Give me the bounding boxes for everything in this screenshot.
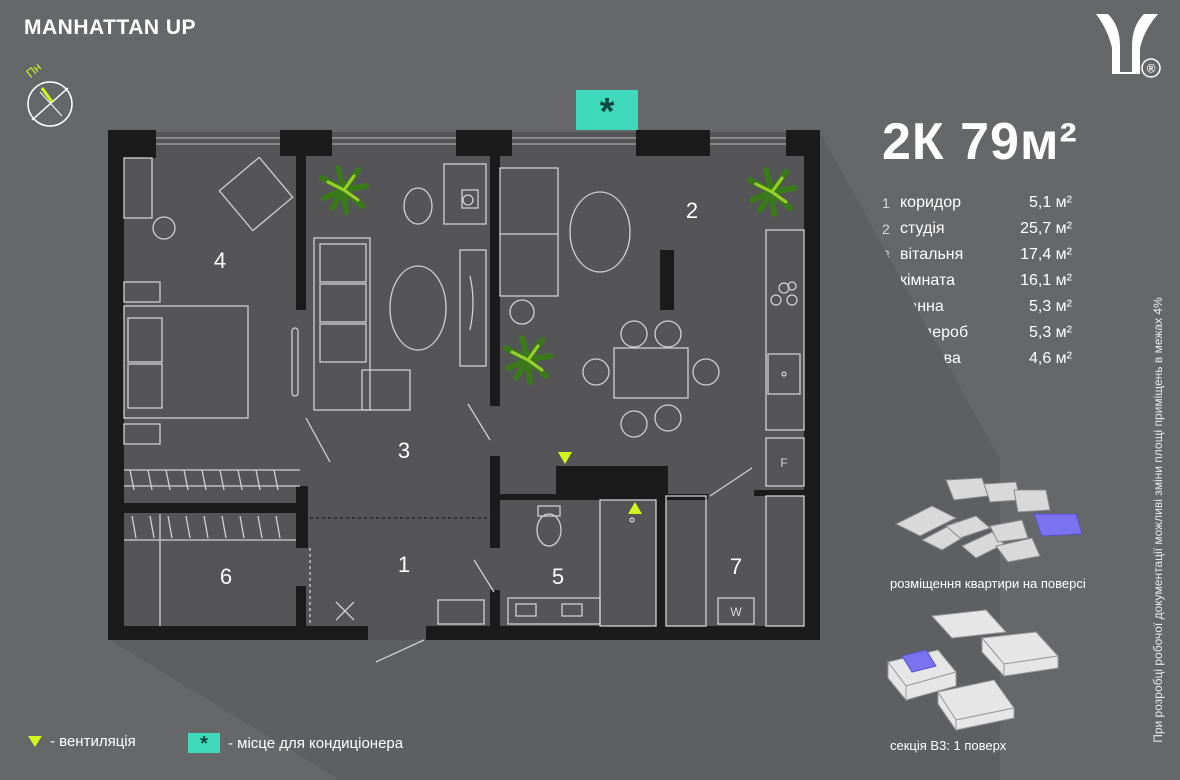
- room-label-5: 5: [552, 564, 564, 589]
- vent-triangle-icon: [28, 736, 42, 747]
- ac-place-marker: [576, 90, 638, 130]
- floor-location-map: [886, 470, 1096, 570]
- unit-title: 2К 79м²: [882, 112, 1078, 172]
- ac-square-icon: *: [188, 733, 220, 755]
- section-map: [886, 608, 1076, 732]
- unit-highlight: [1033, 513, 1083, 537]
- room-area: 5,3 м²: [1028, 298, 1072, 315]
- section-caption: секція B3: 1 поверх: [890, 738, 1007, 753]
- windows: [156, 137, 786, 145]
- room-area: 16,1 м²: [1020, 272, 1072, 289]
- walls: [108, 130, 820, 640]
- room-label-7: 7: [730, 554, 742, 579]
- vent-marker-icon: [628, 502, 642, 514]
- plant-icon: [503, 335, 553, 385]
- room-label-3: 3: [398, 438, 410, 463]
- unit-area: 79м²: [960, 113, 1078, 171]
- corridor-furniture: [375, 599, 485, 663]
- plant-icon: [319, 165, 369, 215]
- brand-logo-icon: ®: [1094, 12, 1164, 80]
- compass-icon: Пн: [23, 58, 84, 130]
- storage-furniture: [665, 495, 805, 627]
- room-number: 2: [882, 221, 890, 237]
- wardrobe-furniture: [124, 514, 492, 626]
- floor-location-caption: розміщення квартири на поверсі: [890, 576, 1086, 591]
- fridge-label: F: [780, 456, 787, 470]
- plan-floor: [110, 132, 820, 640]
- room-name: вітальня: [900, 246, 964, 263]
- room-name: коридор: [900, 194, 962, 211]
- ac-symbol: *: [600, 91, 615, 133]
- room-name: студія: [900, 220, 945, 237]
- section-highlight: [901, 649, 937, 673]
- bedroom-furniture: [123, 156, 331, 491]
- plan-shadow: [110, 132, 1000, 780]
- legend-ac-label: - місце для кондиціонера: [228, 734, 404, 752]
- room-area: 25,7 м²: [1020, 220, 1072, 237]
- room-label-4: 4: [214, 248, 226, 273]
- room-number: 1: [882, 195, 890, 211]
- room-label-1: 1: [398, 552, 410, 577]
- room-row-corridor: 1 коридор 5,1 м²: [882, 190, 1072, 216]
- legend-ac: * - місце для кондиціонера: [188, 733, 404, 755]
- legend-vent-label: - вентиляція: [50, 733, 136, 750]
- room-name: кімната: [900, 272, 955, 289]
- registered-mark: ®: [1147, 62, 1156, 76]
- room-label-6: 6: [220, 564, 232, 589]
- room-area: 5,1 м²: [1028, 194, 1072, 211]
- studio-furniture: [499, 167, 805, 497]
- room-label-2: 2: [686, 198, 698, 223]
- living-furniture: [313, 163, 491, 441]
- vent-marker-icon: [558, 452, 572, 464]
- room-area: 17,4 м²: [1020, 246, 1072, 263]
- bathroom-furniture: [473, 499, 657, 627]
- legend-vent: - вентиляція: [28, 733, 136, 750]
- room-area: 5,3 м²: [1028, 324, 1072, 341]
- room-area: 4,6 м²: [1028, 350, 1072, 367]
- plant-icon: [747, 167, 797, 217]
- unit-rooms-code: 2К: [882, 113, 945, 171]
- room-row-living: 3вітальня17,4 м²: [882, 242, 1072, 268]
- washer-label: W: [730, 605, 742, 619]
- brand-title: MANHATTAN UP: [24, 16, 197, 39]
- room-row-studio: 2 студія 25,7 м²: [882, 216, 1072, 242]
